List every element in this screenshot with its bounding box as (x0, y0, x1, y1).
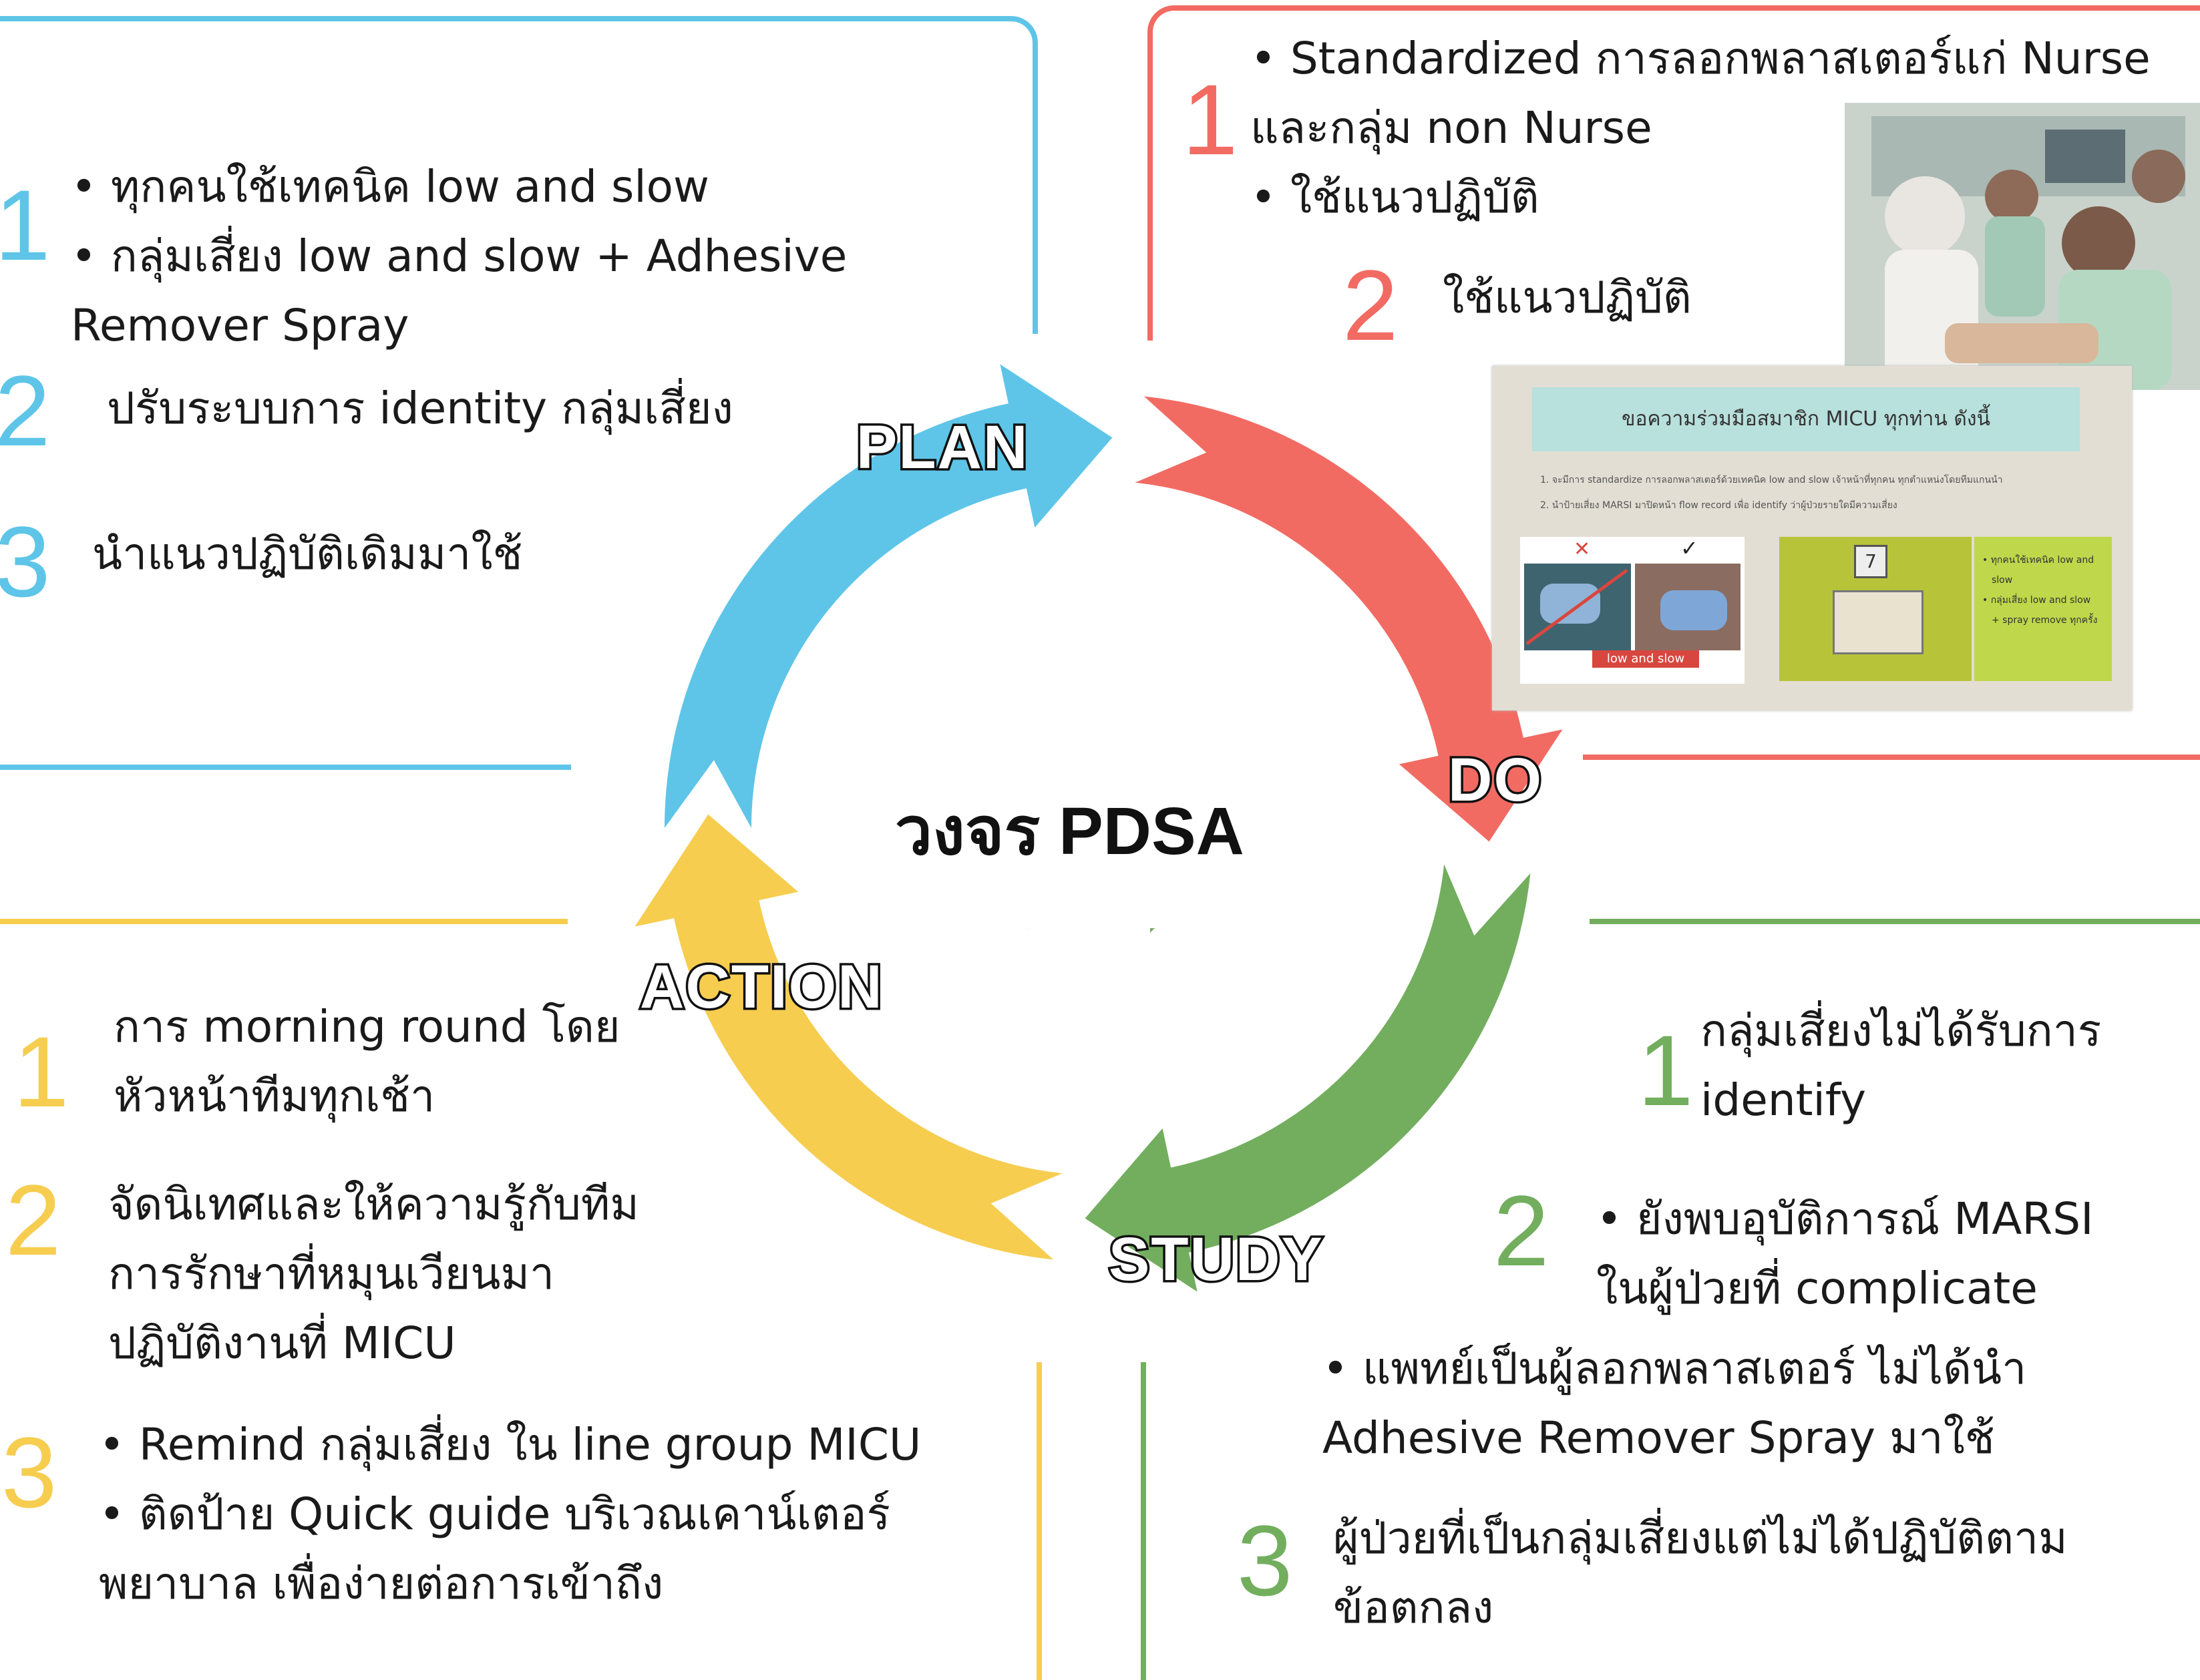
plan-item-1-line-2: • กลุ่มเสี่ยง low and slow + Adhesive (71, 230, 848, 282)
marsi-sign-photo: 7 (1779, 537, 1972, 681)
do-number-1: 1 (1182, 63, 1238, 176)
action-item-2-line-2: การรักษาที่หมุนเวียนมา (108, 1248, 555, 1299)
stage-label-action: ACTION (638, 951, 885, 1024)
action-item-2-line-1: จัดนิเทศและให้ความรู้กับทีม (108, 1179, 639, 1230)
action-number-1: 1 (13, 1016, 69, 1128)
training-photo (1845, 103, 2200, 390)
check-mark-icon: ✓ (1680, 537, 1698, 561)
stage-label-plan: PLAN (854, 411, 1029, 484)
plan-arrow (665, 364, 1113, 828)
study-item-2b-line-1: • แพทย์เป็นผู้ลอกพลาสเตอร์ ไม่ได้นำ (1322, 1343, 2027, 1394)
plan-number-2: 2 (0, 355, 51, 467)
action-frame-right-cut (1029, 908, 1045, 1362)
do-item-1-line-3: • ใช้แนวปฏิบัติ (1250, 172, 1539, 223)
study-item-1-line-1: กลุ่มเสี่ยงไม่ได้รับการ (1700, 1005, 2102, 1056)
plan-item-2: ปรับระบบการ identity กลุ่มเสี่ยง (107, 383, 733, 434)
study-frame-left-cut (1134, 915, 1150, 1362)
slide-bullet-2: slow (1992, 575, 2013, 586)
slide-line-2: 2. นำป้ายเสี่ยง MARSI มาปิดหน้า flow rec… (1540, 500, 1897, 511)
do-item-1-line-1: • Standardized การลอกพลาสเตอร์แก่ Nurse (1250, 33, 2151, 84)
guideline-slide: ขอความร่วมมือสมาชิก MICU ทุกท่าน ดังนี้ … (1492, 366, 2132, 710)
action-item-3-line-3: พยาบาล เพื่อง่ายต่อการเข้าถึง (99, 1558, 664, 1609)
action-item-1-line-2: หัวหน้าทีมทุกเช้า (114, 1070, 435, 1122)
action-item-1-line-1: การ morning round โดย (114, 1001, 620, 1052)
plan-frame-bottom (0, 765, 571, 770)
do-frame-left-cut (1142, 341, 1158, 768)
do-item-2: ใช้แนวปฏิบัติ (1443, 272, 1692, 323)
slide-line-1: 1. จะมีการ standardize การลอกพลาสเตอร์ด้… (1540, 475, 2003, 485)
slide-bullet-1: • ทุกคนใช้เทคนิค low and (1982, 555, 2094, 566)
study-item-2-line-2: ในผู้ป่วยที่ complicate (1596, 1263, 2038, 1314)
study-item-2-line-1: • ยังพบอุบัติการณ์ MARSI (1596, 1193, 2094, 1245)
study-item-2b-line-2: Adhesive Remover Spray มาใช้ (1322, 1412, 1995, 1464)
study-item-3-line-1: ผู้ป่วยที่เป็นกลุ่มเสี่ยงแต่ไม่ได้ปฏิบัต… (1333, 1512, 2068, 1564)
study-item-3-line-2: ข้อตกลง (1333, 1582, 1494, 1633)
action-item-3-line-2: • ติดป้าย Quick guide บริเวณเคาน์เตอร์ (99, 1488, 890, 1540)
study-arrow (1085, 864, 1531, 1292)
plan-item-1-line-1: • ทุกคนใช้เทคนิค low and slow (71, 161, 710, 212)
plan-item-3: นำแนวปฏิบัติเดิมมาใช้ (92, 528, 523, 580)
study-item-1-line-2: identify (1700, 1074, 1867, 1126)
do-arrow (1135, 396, 1563, 842)
action-arrow (634, 814, 1063, 1260)
slide-bullet-4: + spray remove ทุกครั้ง (1992, 615, 2098, 626)
study-number-1: 1 (1638, 1014, 1694, 1126)
do-number-2: 2 (1342, 249, 1399, 361)
plan-item-1-line-3: Remover Spray (71, 300, 409, 351)
stage-label-do: DO (1446, 744, 1544, 817)
sign-card (1833, 590, 1923, 654)
plan-number-1: 1 (0, 169, 51, 281)
do-item-1-line-2: และกลุ่ม non Nurse (1250, 102, 1652, 154)
stage-label-study: STUDY (1107, 1223, 1325, 1296)
plan-number-3: 3 (0, 505, 51, 618)
slide-bullet-3: • กลุ่มเสี่ยง low and slow (1982, 595, 2091, 606)
center-title: วงจร PDSA (895, 794, 1244, 869)
action-item-2-line-3: ปฏิบัติงานที่ MICU (108, 1317, 456, 1369)
action-number-3: 3 (1, 1416, 57, 1528)
slide-header: ขอความร่วมมือสมาชิก MICU ทุกท่าน ดังนี้ (1532, 387, 2080, 451)
slide-bullets-box: • ทุกคนใช้เทคนิค low and slow • กลุ่มเสี… (1974, 537, 2112, 681)
slide-caption: low and slow (1592, 650, 1699, 668)
sign-badge: 7 (1854, 545, 1887, 578)
wrong-mark-icon: ✕ (1574, 538, 1590, 561)
study-number-3: 3 (1237, 1504, 1293, 1617)
action-item-3-line-1: • Remind กลุ่มเสี่ยง ใน line group MICU (99, 1419, 922, 1470)
action-number-2: 2 (5, 1164, 61, 1276)
study-number-2: 2 (1493, 1175, 1549, 1287)
